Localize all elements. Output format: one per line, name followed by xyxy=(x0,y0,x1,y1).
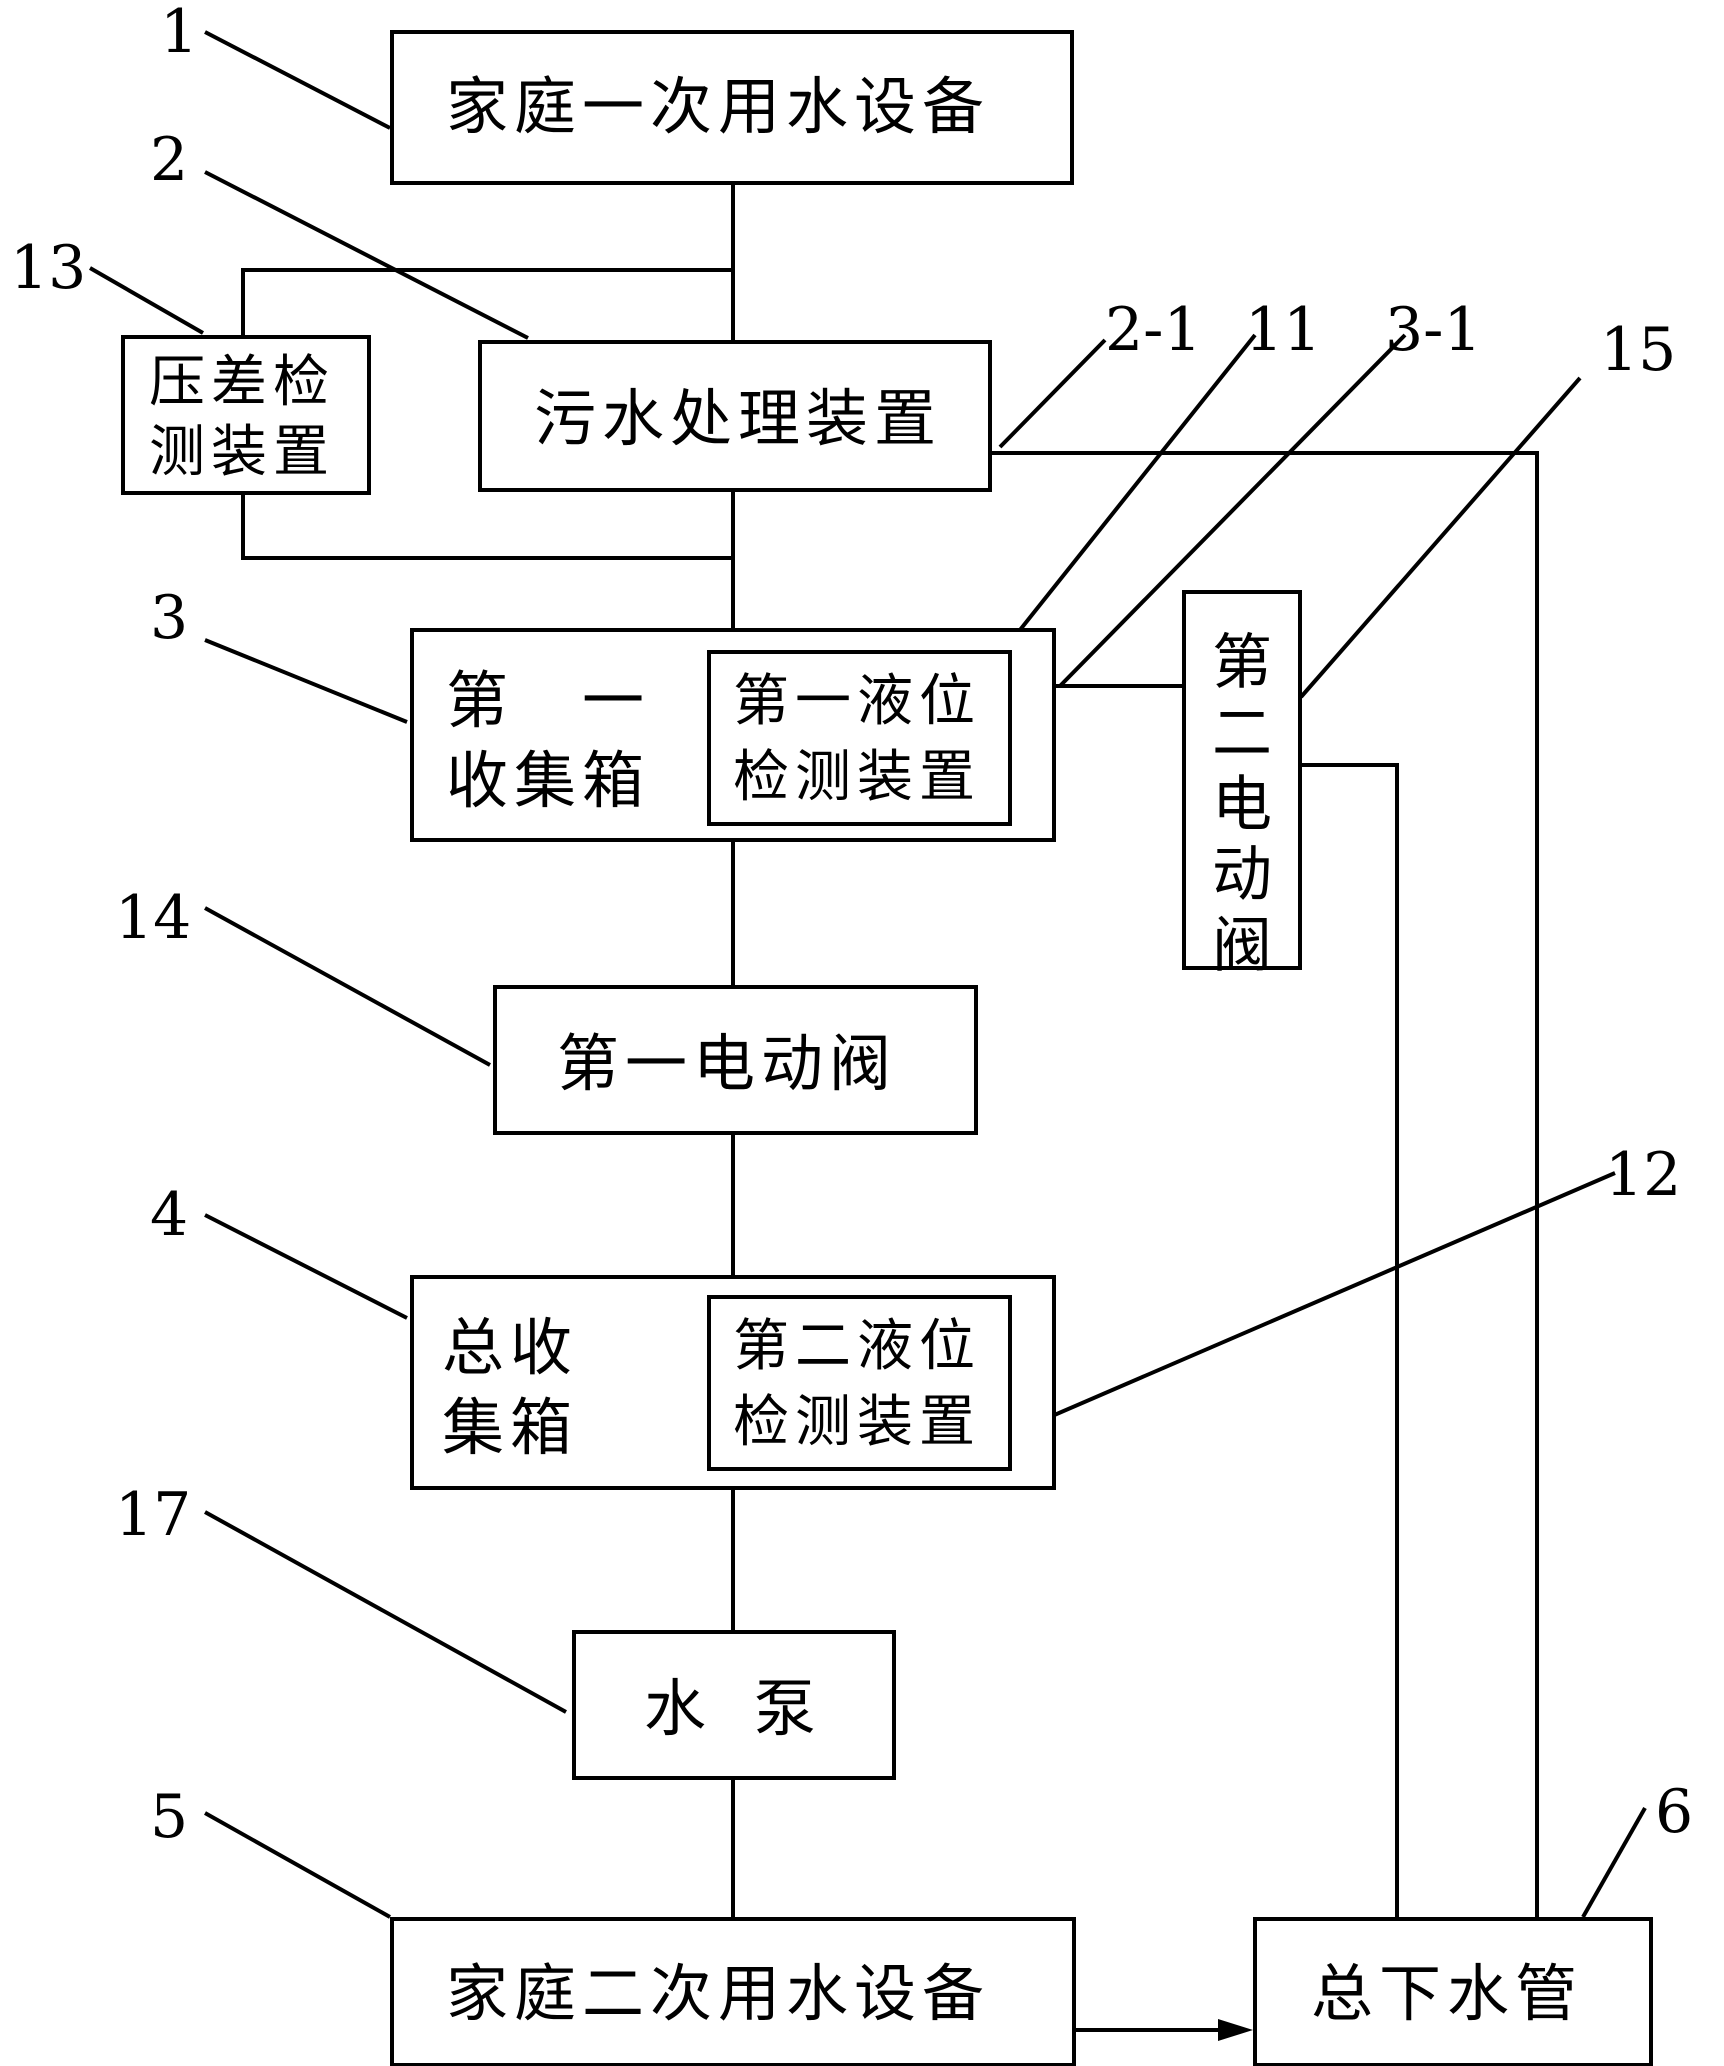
sewage-treatment-device-label: 污水处理装置 xyxy=(534,382,943,455)
first-level-detector-label-1: 第一液位 xyxy=(733,669,981,734)
line-overflow-2-1 xyxy=(990,451,1539,1917)
leader-2 xyxy=(204,170,529,340)
ref-number-11: 11 xyxy=(1245,295,1322,365)
pressure-difference-detector-label-1: 压差检 xyxy=(149,350,335,415)
water-pump-box: 水 泵 xyxy=(572,1630,896,1780)
sewage-treatment-device-box: 污水处理装置 xyxy=(478,340,992,492)
leader-1 xyxy=(204,30,391,130)
leader-15 xyxy=(1299,376,1582,699)
leader-3 xyxy=(204,638,408,724)
ref-number-3: 3 xyxy=(150,583,189,653)
leader-12 xyxy=(1014,1171,1616,1434)
ref-number-4: 4 xyxy=(150,1180,189,1250)
line-b13-bottom xyxy=(241,493,733,560)
ref-number-17: 17 xyxy=(115,1480,192,1550)
leader-11 xyxy=(998,333,1257,657)
second-electric-valve-label: 第二电动阀 xyxy=(1212,628,1272,982)
pressure-difference-detector-box: 压差检 测装置 xyxy=(121,335,371,495)
main-drain-pipe-label: 总下水管 xyxy=(1311,1957,1584,2030)
ref-number-2-1: 2-1 xyxy=(1105,295,1202,365)
leader-3-1 xyxy=(1058,333,1407,688)
first-level-detector-label-2: 检测装置 xyxy=(733,745,981,810)
ref-number-13: 13 xyxy=(10,233,87,303)
household-secondary-water-equipment-label: 家庭二次用水设备 xyxy=(446,1957,991,2030)
household-primary-water-equipment-label: 家庭一次用水设备 xyxy=(446,70,991,143)
arrow-head xyxy=(1218,2019,1253,2041)
household-primary-water-equipment-box: 家庭一次用水设备 xyxy=(390,30,1074,185)
second-level-detector-label-2: 检测装置 xyxy=(733,1390,981,1455)
household-secondary-water-equipment-box: 家庭二次用水设备 xyxy=(390,1917,1076,2066)
second-level-detector-label-1: 第二液位 xyxy=(733,1314,981,1379)
ref-number-1: 1 xyxy=(160,0,199,67)
first-level-detector-box: 第一液位 检测装置 xyxy=(707,650,1012,826)
first-electric-valve-label: 第一电动阀 xyxy=(557,1027,898,1100)
second-level-detector-box: 第二液位 检测装置 xyxy=(707,1295,1012,1471)
ref-number-6: 6 xyxy=(1655,1777,1694,1847)
water-pump-label: 水 泵 xyxy=(644,1672,830,1745)
first-collection-tank-label-1: 第 一 xyxy=(446,664,651,737)
leader-5 xyxy=(204,1811,391,1919)
line-b15-drain xyxy=(1301,763,1399,1917)
ref-number-2: 2 xyxy=(150,125,189,195)
leader-6 xyxy=(1581,1807,1647,1918)
second-electric-valve-box: 第二电动阀 xyxy=(1182,590,1302,981)
pressure-difference-detector-label-2: 测装置 xyxy=(149,420,335,485)
leader-14 xyxy=(204,906,491,1067)
first-electric-valve-box: 第一电动阀 xyxy=(493,985,978,1135)
leader-4 xyxy=(204,1213,408,1320)
ref-number-12: 12 xyxy=(1605,1140,1682,1210)
ref-number-15: 15 xyxy=(1600,315,1677,385)
leader-2-1 xyxy=(998,338,1107,449)
first-collection-tank-label-2: 收集箱 xyxy=(446,744,651,817)
line-b13-top xyxy=(241,268,733,340)
leader-17 xyxy=(204,1510,567,1714)
leader-13 xyxy=(89,266,204,335)
ref-number-5: 5 xyxy=(150,1782,189,1852)
main-drain-pipe-box: 总下水管 xyxy=(1253,1917,1653,2066)
main-collection-tank-label-2: 集箱 xyxy=(442,1391,579,1464)
ref-number-3-1: 3-1 xyxy=(1385,295,1482,365)
ref-number-14: 14 xyxy=(115,883,192,953)
main-collection-tank-label-1: 总收 xyxy=(442,1311,579,1384)
